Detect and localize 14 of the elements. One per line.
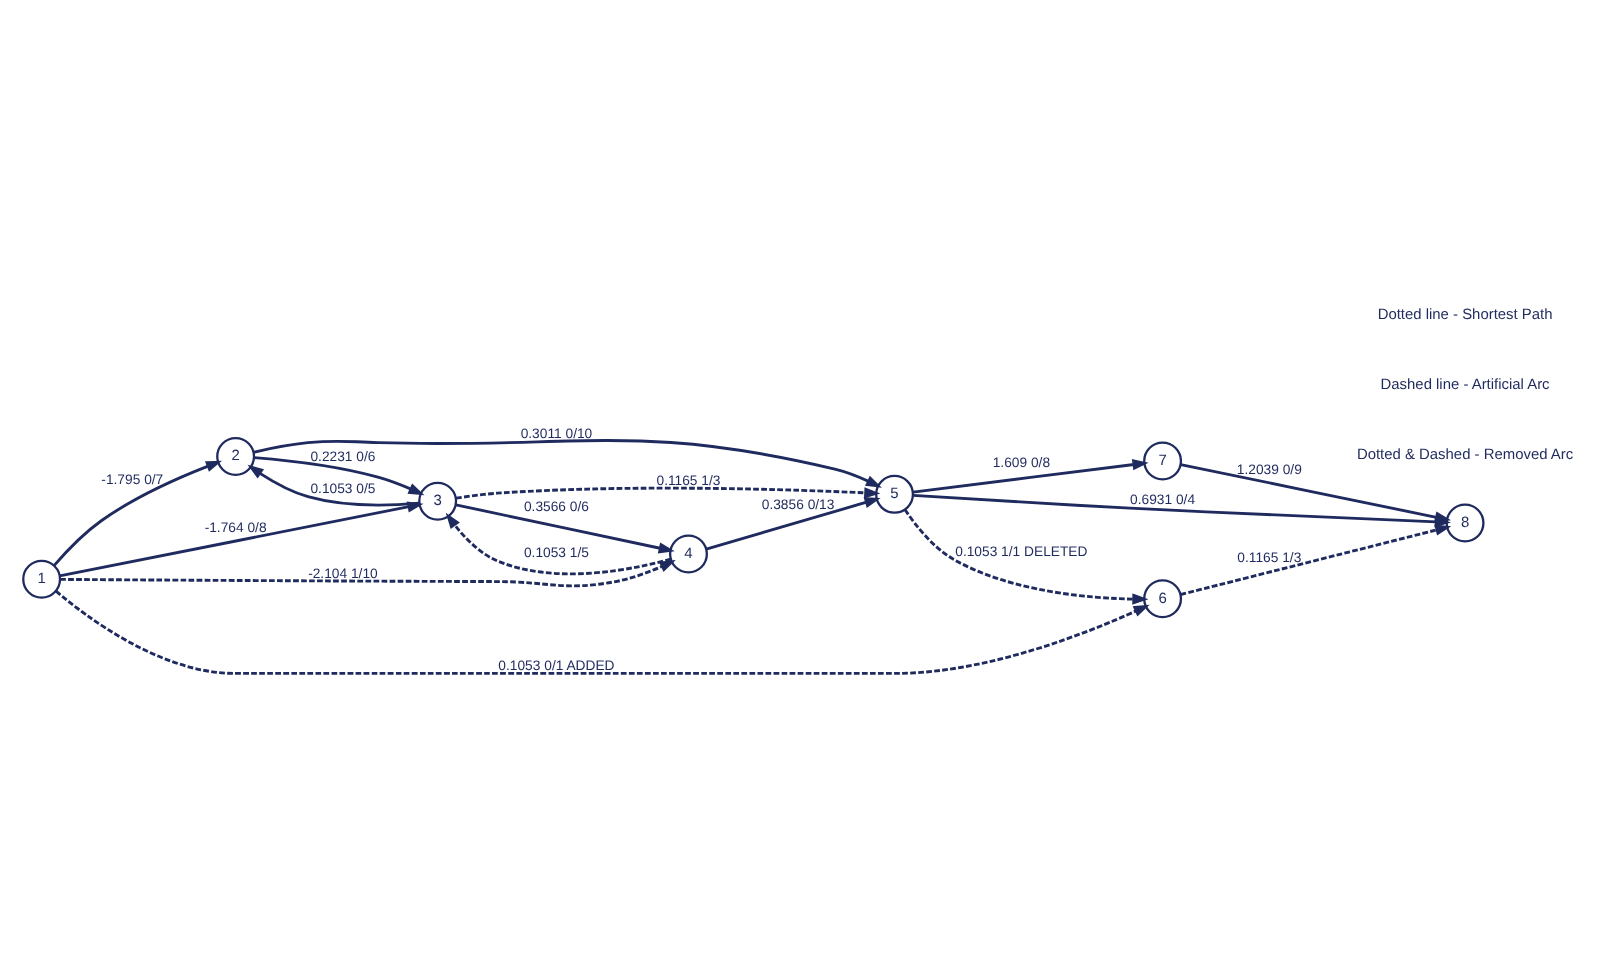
arrow bbox=[60, 560, 676, 588]
arrow bbox=[53, 460, 222, 567]
arrow bbox=[912, 459, 1149, 494]
arrow bbox=[253, 456, 425, 496]
arrow bbox=[1180, 463, 1451, 523]
arrow bbox=[705, 497, 881, 551]
arrow bbox=[253, 439, 882, 488]
arrow bbox=[904, 509, 1149, 605]
arrow bbox=[1180, 524, 1452, 596]
arrow bbox=[445, 512, 672, 576]
arrow bbox=[55, 590, 1150, 675]
arrow bbox=[455, 486, 881, 500]
arrow bbox=[247, 464, 420, 507]
arrow bbox=[455, 503, 675, 554]
